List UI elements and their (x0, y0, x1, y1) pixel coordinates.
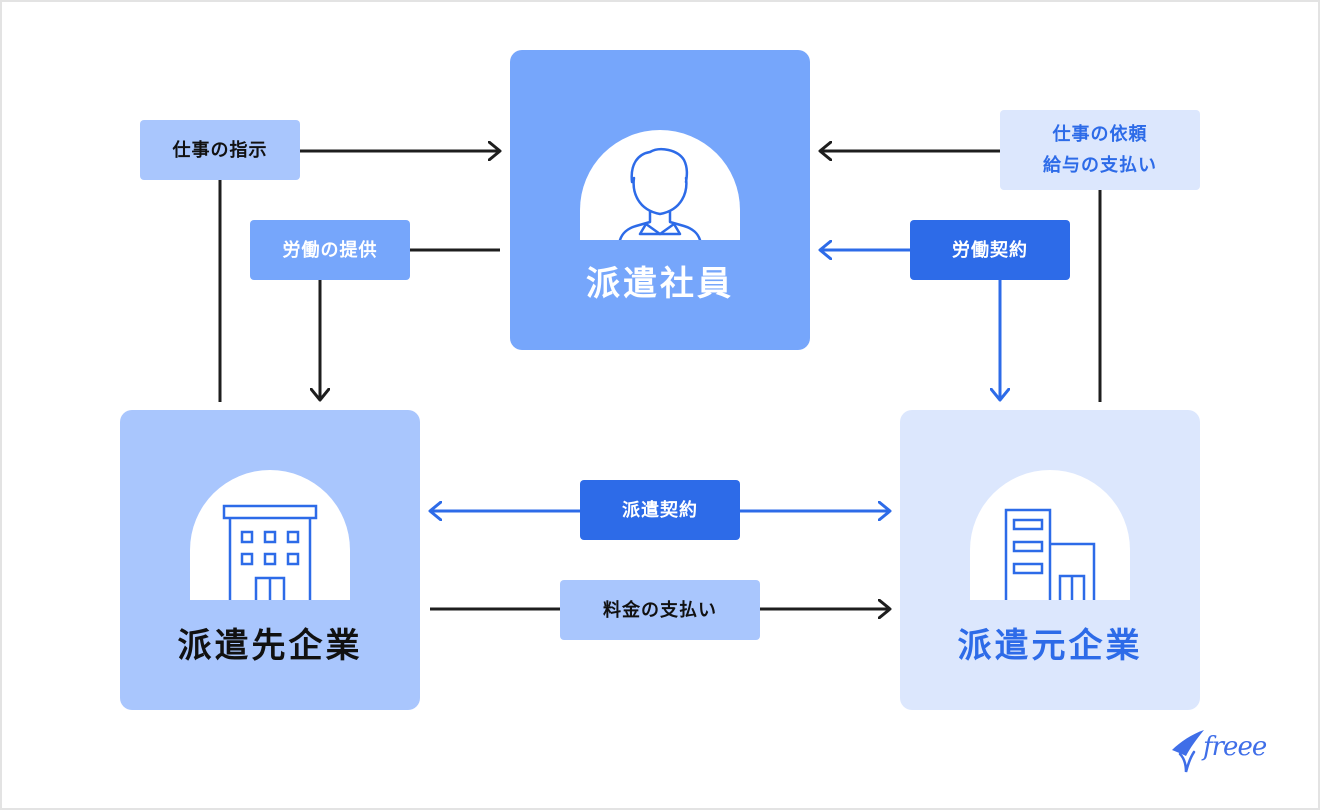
freee-logo-text: freee (1203, 732, 1267, 762)
office-building-icon (222, 504, 318, 600)
client-company-node: 派遣先企業 (120, 410, 420, 710)
salary-payment-text: 給与の支払い (1043, 155, 1157, 176)
company-building-icon (1004, 508, 1096, 600)
agency-node: 派遣元企業 (900, 410, 1200, 710)
fee-payment-label: 料金の支払い (560, 580, 760, 640)
employee-icon-circle (580, 130, 740, 240)
employment-contract-label: 労働契約 (910, 220, 1070, 280)
dispatch-contract-text: 派遣契約 (622, 499, 698, 521)
work-request-text: 仕事の依頼 (1052, 124, 1148, 145)
work-instruction-text: 仕事の指示 (172, 139, 268, 161)
labor-provision-text: 労働の提供 (282, 239, 378, 261)
agency-title: 派遣元企業 (957, 626, 1143, 666)
work-instruction-label: 仕事の指示 (140, 120, 300, 180)
freee-bird-icon (1172, 730, 1204, 773)
employee-title: 派遣社員 (586, 264, 734, 304)
person-icon (618, 148, 702, 240)
agency-icon-circle (970, 470, 1130, 600)
fee-payment-text: 料金の支払い (603, 599, 717, 621)
dispatch-contract-label: 派遣契約 (580, 480, 740, 540)
labor-provision-label: 労働の提供 (250, 220, 410, 280)
client-company-title: 派遣先企業 (177, 626, 363, 666)
employee-node: 派遣社員 (510, 50, 810, 350)
work-request-label: 仕事の依頼 給与の支払い (1000, 110, 1200, 190)
employment-contract-text: 労働契約 (952, 239, 1028, 261)
client-icon-circle (190, 470, 350, 600)
